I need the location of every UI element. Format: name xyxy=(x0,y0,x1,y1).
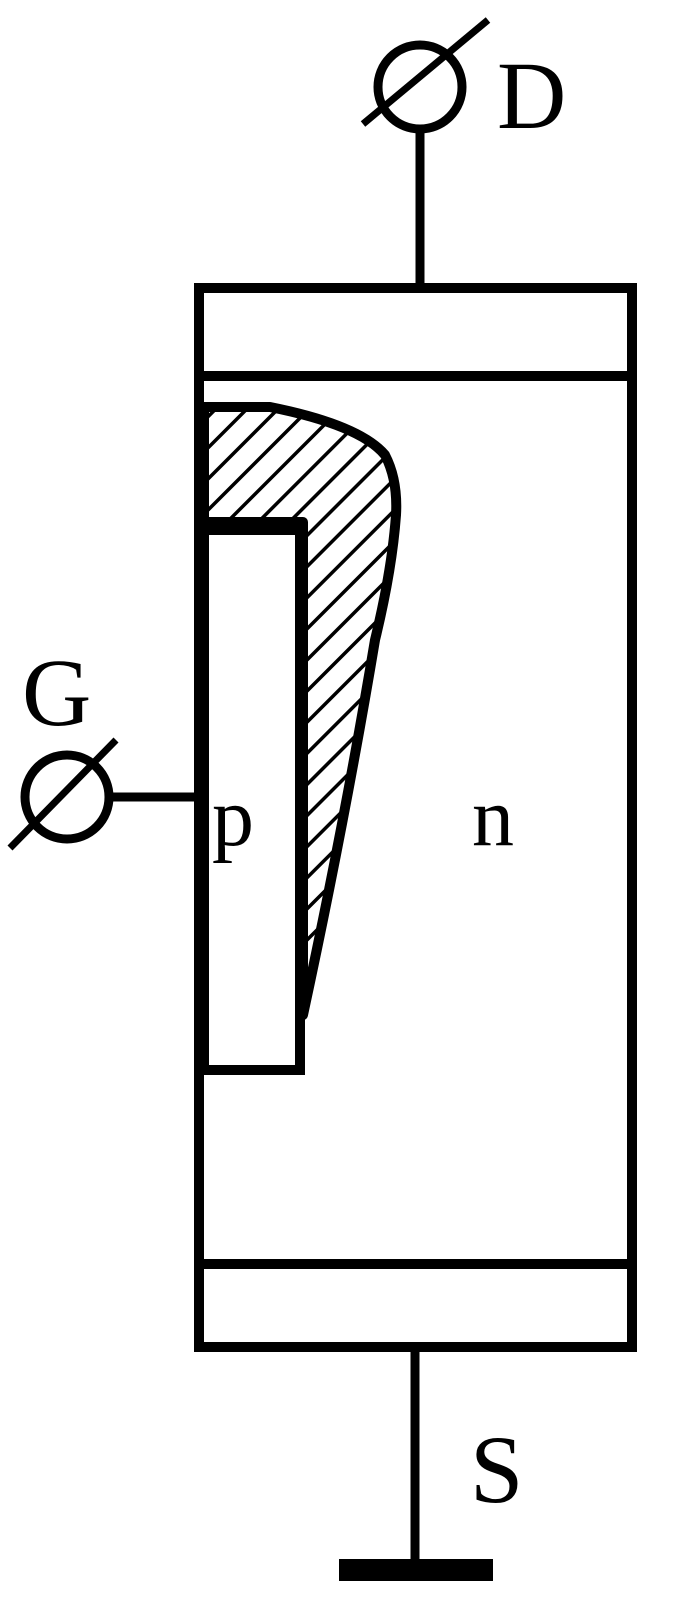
drain-terminal-circle xyxy=(373,40,467,134)
drain-label: D xyxy=(497,42,566,149)
source-ground-bar xyxy=(339,1559,493,1581)
gate-terminal-circle xyxy=(20,750,114,844)
gate-label: G xyxy=(22,639,91,746)
gate-terminal-slash xyxy=(7,737,119,851)
source-label: S xyxy=(470,1416,523,1523)
depletion-region xyxy=(199,402,402,1020)
source-terminal xyxy=(339,1352,493,1581)
drain-terminal xyxy=(360,17,491,284)
gate-terminal xyxy=(7,737,199,851)
p-region-label: p xyxy=(212,771,254,864)
drain-terminal-slash xyxy=(360,17,491,127)
n-region-label: n xyxy=(472,771,514,864)
p-gate-region xyxy=(199,525,305,1075)
